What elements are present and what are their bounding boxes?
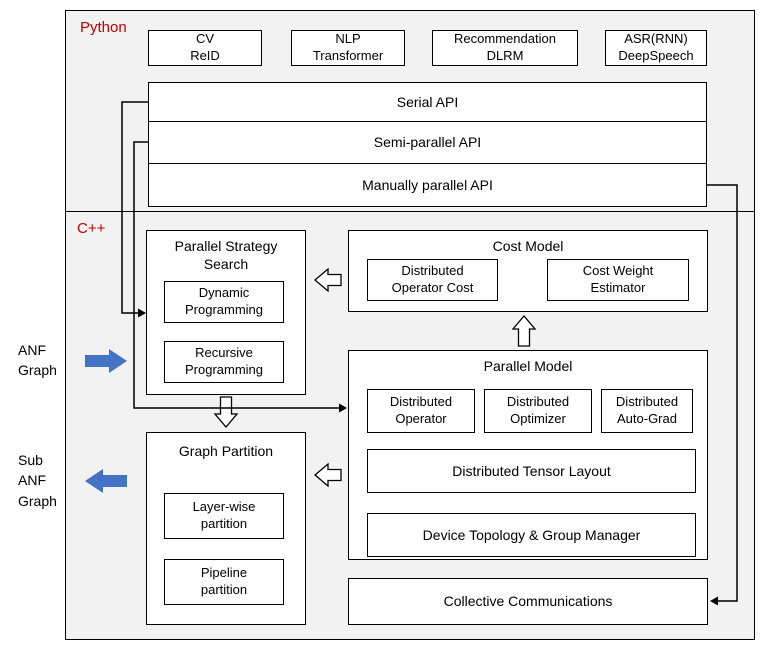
collective-communications-box: Collective Communications	[348, 578, 708, 625]
graph-partition-title: Graph Partition	[178, 443, 274, 459]
parallel-model-title: Parallel Model	[483, 358, 573, 374]
layer-wise-partition-box: Layer-wise partition	[164, 493, 284, 539]
parallel-strategy-search-title: Parallel Strategy Search	[174, 238, 278, 273]
sub-anf-graph-label: Sub ANF Graph	[18, 452, 57, 509]
device-topology-group-manager-box: Device Topology & Group Manager	[367, 513, 696, 557]
dynamic-programming-box: Dynamic Programming	[164, 281, 284, 323]
app-box-cv-reid: CV ReID	[148, 30, 262, 66]
distributed-optimizer-box: Distributed Optimizer	[484, 389, 592, 433]
cost-weight-estimator-box: Cost Weight Estimator	[547, 259, 689, 301]
parallel-strategy-search-group: Parallel Strategy Search Dynamic Program…	[146, 230, 306, 395]
cost-model-group: Cost Model Distributed Operator Cost Cos…	[348, 230, 708, 312]
cost-model-title: Cost Model	[492, 238, 564, 254]
parallel-model-group: Parallel Model Distributed Operator Dist…	[348, 350, 708, 560]
distributed-auto-grad-box: Distributed Auto-Grad	[601, 389, 693, 433]
manually-parallel-api-box: Manually parallel API	[148, 163, 707, 207]
python-section-label: Python	[80, 19, 127, 36]
pipeline-partition-box: Pipeline partition	[164, 559, 284, 605]
distributed-operator-cost-box: Distributed Operator Cost	[367, 259, 498, 301]
app-box-asr-deepspeech: ASR(RNN) DeepSpeech	[605, 30, 707, 66]
app-box-recommendation-dlrm: Recommendation DLRM	[432, 30, 578, 66]
app-box-nlp-transformer: NLP Transformer	[291, 30, 405, 66]
recursive-programming-box: Recursive Programming	[164, 341, 284, 383]
semi-parallel-api-box: Semi-parallel API	[148, 121, 707, 164]
cpp-section-label: C++	[77, 220, 106, 237]
anf-graph-label: ANF Graph	[18, 342, 57, 379]
graph-partition-group: Graph Partition Layer-wise partition Pip…	[146, 432, 306, 625]
distributed-tensor-layout-box: Distributed Tensor Layout	[367, 449, 696, 493]
distributed-operator-box: Distributed Operator	[367, 389, 475, 433]
serial-api-box: Serial API	[148, 82, 707, 122]
